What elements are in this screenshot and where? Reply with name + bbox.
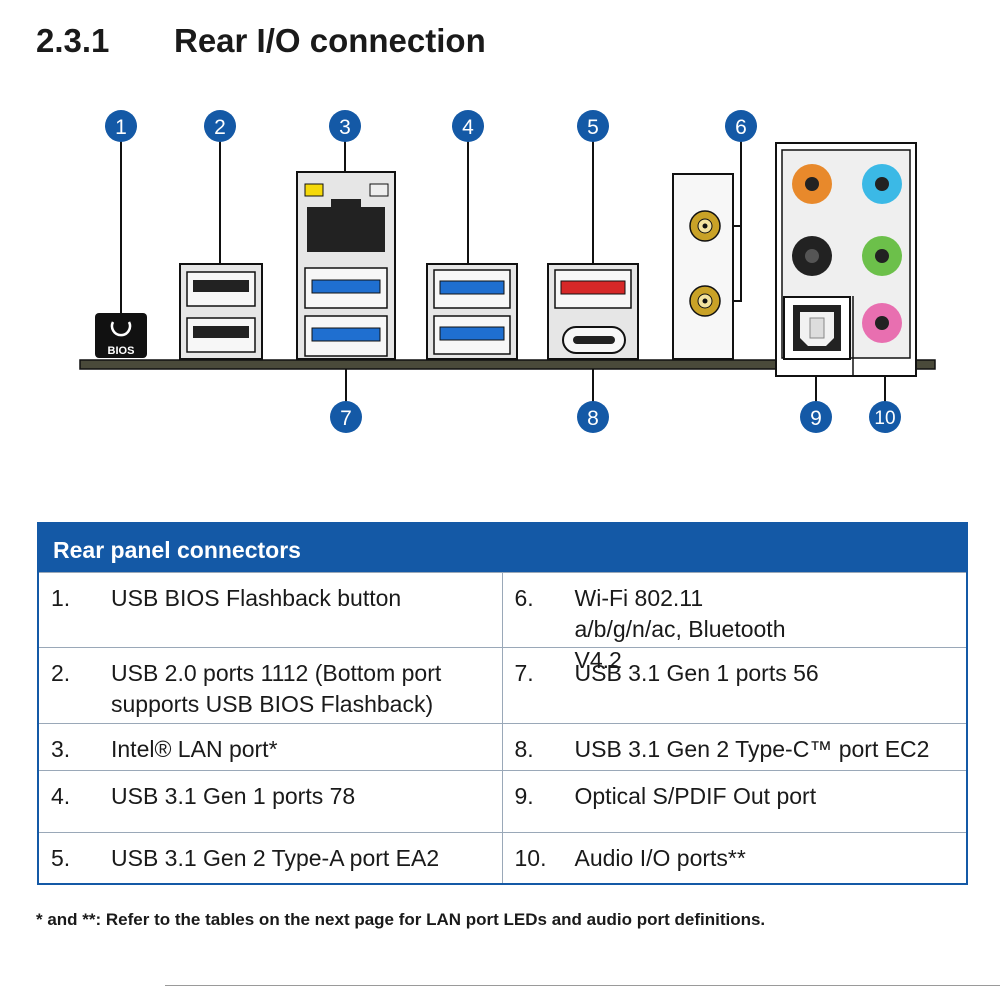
table-row: 2. USB 2.0 ports 1112 (Bottom port suppo…: [39, 647, 966, 723]
svg-text:2: 2: [214, 116, 226, 139]
table-cell: 8. USB 3.1 Gen 2 Type-C™ port EC2: [503, 724, 967, 770]
table-row: 4. USB 3.1 Gen 1 ports 78 9. Optical S/P…: [39, 770, 966, 832]
item-text: USB 3.1 Gen 2 Type-A port EA2: [111, 845, 440, 871]
callout-5: 5: [577, 110, 609, 142]
item-text: USB BIOS Flashback button: [111, 585, 402, 611]
footnote: * and **: Refer to the tables on the nex…: [36, 910, 766, 929]
table-cell: 9. Optical S/PDIF Out port: [503, 771, 967, 832]
usb-gen2-stack: [547, 263, 639, 360]
svg-text:3: 3: [339, 116, 351, 139]
callout-7: 7: [330, 401, 362, 433]
callouts: 1 2 3 4 5 6 7 8 9 10: [105, 110, 901, 433]
table-row: 1. USB BIOS Flashback button 6. Wi-Fi 80…: [39, 572, 967, 673]
section-number: 2.3.1: [36, 22, 110, 59]
usb2-port-stack: [179, 263, 263, 360]
item-number: 2.: [51, 660, 71, 686]
callout-1: 1: [105, 110, 137, 142]
table-header: Rear panel connectors: [39, 524, 966, 572]
table-cell: 1. USB BIOS Flashback button: [39, 573, 503, 647]
lan-led-yellow: [304, 183, 324, 197]
lan-port: [307, 199, 385, 252]
item-text: USB 3.1 Gen 1 ports 78: [111, 783, 356, 809]
lan-led-white: [369, 183, 389, 197]
item-text: USB 2.0 ports 1112 (Bottom port supports…: [111, 660, 442, 717]
table-cell: 3. Intel® LAN port*: [39, 724, 503, 770]
item-text: USB 3.1 Gen 2 Type-C™ port EC2: [574, 736, 930, 762]
callout-9: 9: [800, 401, 832, 433]
svg-text:6: 6: [735, 116, 747, 139]
item-text: Wi-Fi 802.11 a/b/g/n/ac, Bluetooth V4.2: [574, 585, 786, 673]
table-cell: 4. USB 3.1 Gen 1 ports 78: [39, 771, 503, 832]
svg-text:9: 9: [810, 407, 822, 430]
bios-flashback-button: BIOS: [95, 313, 147, 358]
bottom-rule: [165, 985, 1000, 986]
usb-type-a-red: [560, 280, 626, 295]
table-cell: 7. USB 3.1 Gen 1 ports 56: [503, 648, 967, 723]
section-title: Rear I/O connection: [174, 22, 486, 59]
callout-6: 6: [725, 110, 757, 142]
svg-text:8: 8: [587, 407, 599, 430]
table-cell: 2. USB 2.0 ports 1112 (Bottom port suppo…: [39, 648, 503, 723]
table-cell: 5. USB 3.1 Gen 2 Type-A port EA2: [39, 833, 503, 883]
callout-10: 10: [869, 401, 901, 433]
callout-8: 8: [577, 401, 609, 433]
item-number: 9.: [514, 783, 534, 809]
svg-text:5: 5: [587, 116, 599, 139]
svg-text:7: 7: [340, 407, 352, 430]
callout-4: 4: [452, 110, 484, 142]
wifi-antenna-block: [672, 173, 734, 360]
item-number: 6.: [514, 585, 534, 611]
table-row: 5. USB 3.1 Gen 2 Type-A port EA2 10. Aud…: [39, 832, 966, 883]
item-text: Audio I/O ports**: [574, 845, 746, 871]
svg-text:1: 1: [115, 116, 127, 139]
item-number: 4.: [51, 783, 71, 809]
table-cell: 10. Audio I/O ports**: [503, 833, 967, 883]
bios-label: BIOS: [108, 345, 135, 357]
lan-usb3-stack: [296, 171, 396, 360]
item-text: USB 3.1 Gen 1 ports 56: [574, 660, 819, 686]
item-number: 5.: [51, 845, 71, 871]
item-number: 7.: [514, 660, 534, 686]
svg-text:10: 10: [874, 408, 895, 429]
item-text: Intel® LAN port*: [111, 736, 278, 762]
table-row: 3. Intel® LAN port* 8. USB 3.1 Gen 2 Typ…: [39, 723, 966, 770]
usb3-port-stack: [426, 263, 518, 360]
item-number: 1.: [51, 585, 71, 611]
table-cell: 6. Wi-Fi 802.11 a/b/g/n/ac, Bluetooth V4…: [503, 573, 967, 673]
optical-spdif-port: [783, 296, 851, 360]
item-number: 3.: [51, 736, 71, 762]
svg-text:4: 4: [462, 116, 474, 139]
connectors-table: Rear panel connectors 1. USB BIOS Flashb…: [37, 522, 968, 885]
callout-2: 2: [204, 110, 236, 142]
callout-3: 3: [329, 110, 361, 142]
item-number: 8.: [514, 736, 534, 762]
rear-io-diagram: BIOS: [79, 110, 936, 433]
item-number: 10.: [514, 845, 547, 871]
item-text: Optical S/PDIF Out port: [574, 783, 817, 809]
